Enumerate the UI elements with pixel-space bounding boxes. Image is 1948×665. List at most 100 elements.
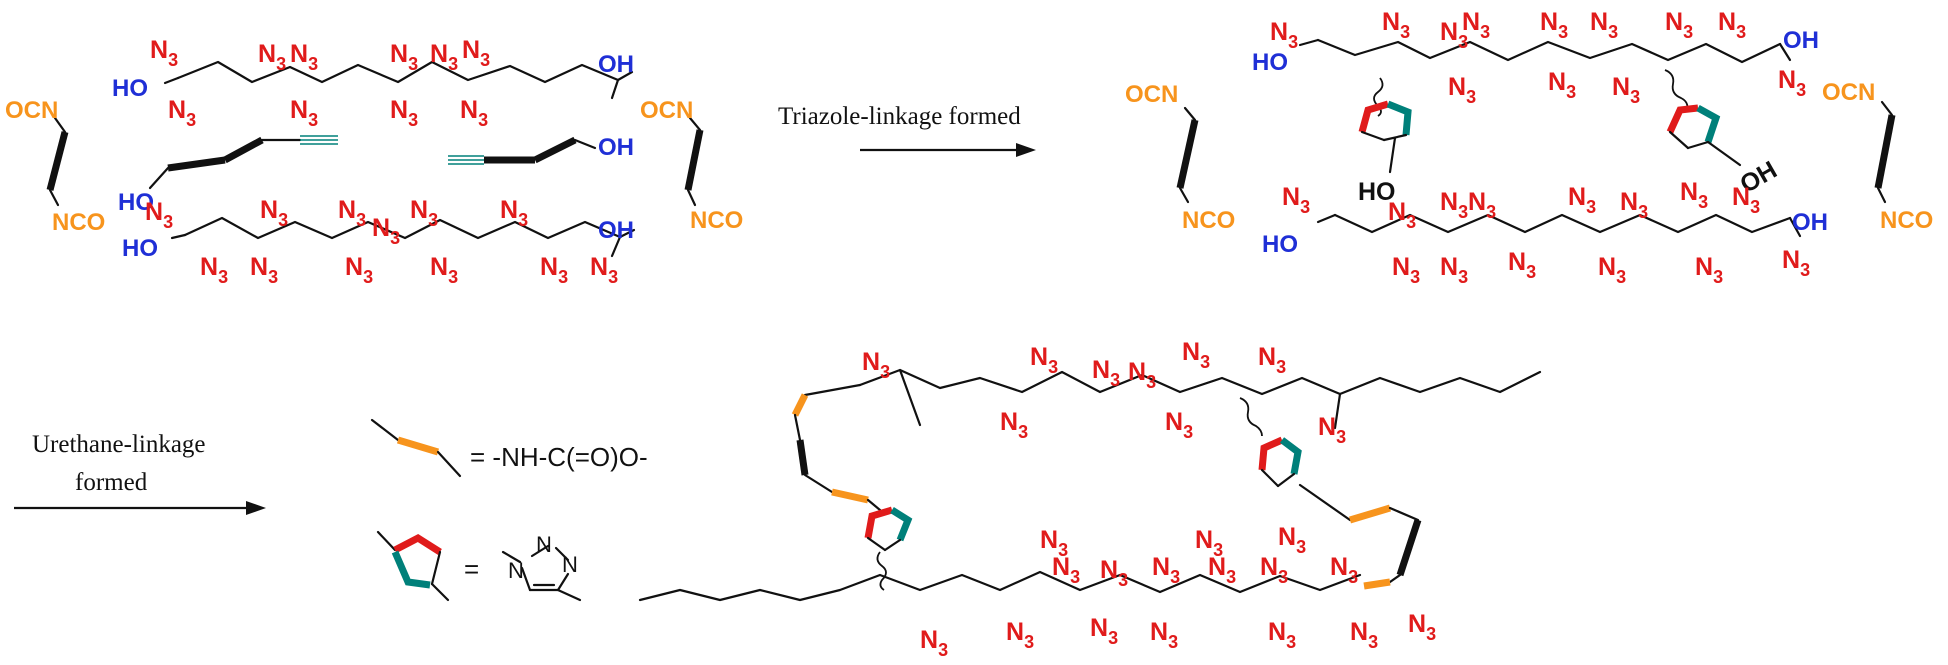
hydroxyl-label: HO — [1358, 178, 1396, 206]
azide-label: N3 — [1508, 248, 1536, 282]
azide-label: N3 — [260, 196, 288, 230]
hydroxyl-label: HO — [1252, 49, 1288, 76]
azide-subscript: 3 — [1750, 197, 1760, 217]
azide-subscript: 3 — [1558, 22, 1568, 42]
azide-symbol: N — [1150, 618, 1168, 646]
azide-subscript: 3 — [1486, 202, 1496, 222]
propargyl-alcohol-left: HO — [118, 135, 338, 216]
hydroxyl-label: HO — [122, 235, 158, 262]
azide-subscript: 3 — [1183, 422, 1193, 442]
azide-label: N3 — [1260, 553, 1288, 587]
azide-subscript: 3 — [1630, 87, 1640, 107]
azide-subscript: 3 — [1526, 262, 1536, 282]
hydroxyl-label: OH — [1783, 27, 1819, 54]
azide-subscript: 3 — [1300, 197, 1310, 217]
azide-symbol: N — [145, 198, 163, 226]
azide-symbol: N — [1462, 8, 1480, 36]
azide-subscript: 3 — [1200, 352, 1210, 372]
azide-label: N3 — [430, 40, 458, 74]
gap-chain-lower: HO OH — [122, 216, 636, 262]
azide-symbol: N — [1508, 248, 1526, 276]
azide-symbol: N — [1440, 188, 1458, 216]
azide-symbol: N — [150, 36, 168, 64]
hydroxyl-label: OH — [598, 51, 634, 78]
azide-subscript: 3 — [408, 110, 418, 130]
isocyanate-label: OCN — [1125, 81, 1178, 108]
azide-subscript: 3 — [186, 110, 196, 130]
azide-label: N3 — [1006, 618, 1034, 652]
azide-subscript: 3 — [1048, 357, 1058, 377]
triazole-ring — [1239, 397, 1302, 488]
azide-label: N3 — [1440, 253, 1468, 287]
azide-label: N3 — [430, 253, 458, 287]
isocyanate-label: NCO — [690, 207, 743, 234]
azide-subscript: 3 — [448, 54, 458, 74]
azide-label: N3 — [462, 36, 490, 70]
arrow-caption: formed — [75, 469, 148, 496]
azide-label: N3 — [150, 36, 178, 70]
azide-label: N3 — [290, 96, 318, 130]
isocyanate-label: OCN — [5, 97, 58, 124]
azide-label: N3 — [1100, 556, 1128, 590]
legend-urethane: = -NH-C(=O)O- — [370, 418, 648, 478]
azide-subscript: 3 — [1110, 370, 1120, 390]
azide-subscript: 3 — [363, 267, 373, 287]
azide-subscript: 3 — [1406, 212, 1416, 232]
azide-symbol: N — [1695, 253, 1713, 281]
azide-symbol: N — [1208, 553, 1226, 581]
azide-label: N3 — [1195, 526, 1223, 560]
azide-symbol: N — [372, 214, 390, 242]
azide-symbol: N — [290, 40, 308, 68]
azide-label: N3 — [258, 40, 286, 74]
triazole-ring — [864, 506, 913, 591]
azide-subscript: 3 — [1368, 632, 1378, 652]
azide-symbol: N — [1540, 8, 1558, 36]
azide-label: N3 — [460, 96, 488, 130]
azide-label: N3 — [1350, 618, 1378, 652]
azide-label: N3 — [590, 253, 618, 287]
azide-subscript: 3 — [1024, 632, 1034, 652]
azide-label: N3 — [250, 253, 278, 287]
triazole-atom: N — [508, 558, 524, 583]
azide-symbol: N — [1392, 253, 1410, 281]
azide-label: N3 — [1282, 183, 1310, 217]
azide-subscript: 3 — [608, 267, 618, 287]
reactants-panel: HO OH HO OH HO — [5, 51, 743, 262]
hydroxyl-label: OH — [598, 217, 634, 244]
azide-subscript: 3 — [938, 640, 948, 660]
azide-symbol: N — [1620, 188, 1638, 216]
azide-subscript: 3 — [1018, 422, 1028, 442]
azide-symbol: N — [1318, 413, 1336, 441]
arrow-triazole-linkage: Triazole-linkage formed — [778, 103, 1036, 157]
azide-symbol: N — [1258, 343, 1276, 371]
product-network — [638, 368, 1542, 602]
equals-sign: = — [464, 554, 479, 584]
azide-subscript: 3 — [308, 54, 318, 74]
azide-subscript: 3 — [1466, 87, 1476, 107]
azide-label: N3 — [168, 96, 196, 130]
azide-symbol: N — [1732, 183, 1750, 211]
azide-subscript: 3 — [1586, 197, 1596, 217]
azide-label: N3 — [1000, 408, 1028, 442]
hydroxyl-label: OH — [598, 134, 634, 161]
azide-label: N3 — [1620, 188, 1648, 222]
azide-symbol: N — [1782, 246, 1800, 274]
azide-symbol: N — [500, 196, 518, 224]
diisocyanate-right: OCN NCO — [640, 97, 743, 234]
azide-subscript: 3 — [1288, 32, 1298, 52]
azide-label: N3 — [1382, 8, 1410, 42]
azide-label: N3 — [1448, 73, 1476, 107]
hydroxyl-label: HO — [1262, 231, 1298, 258]
azide-symbol: N — [1030, 343, 1048, 371]
azide-symbol: N — [462, 36, 480, 64]
azide-label: N3 — [1778, 66, 1806, 100]
azide-subscript: 3 — [1698, 192, 1708, 212]
azide-symbol: N — [260, 196, 278, 224]
azide-symbol: N — [1568, 183, 1586, 211]
azide-label: N3 — [1330, 553, 1358, 587]
azide-symbol: N — [1165, 408, 1183, 436]
isocyanate-label: NCO — [1182, 207, 1235, 234]
azide-symbol: N — [1000, 408, 1018, 436]
azide-symbol: N — [1382, 8, 1400, 36]
